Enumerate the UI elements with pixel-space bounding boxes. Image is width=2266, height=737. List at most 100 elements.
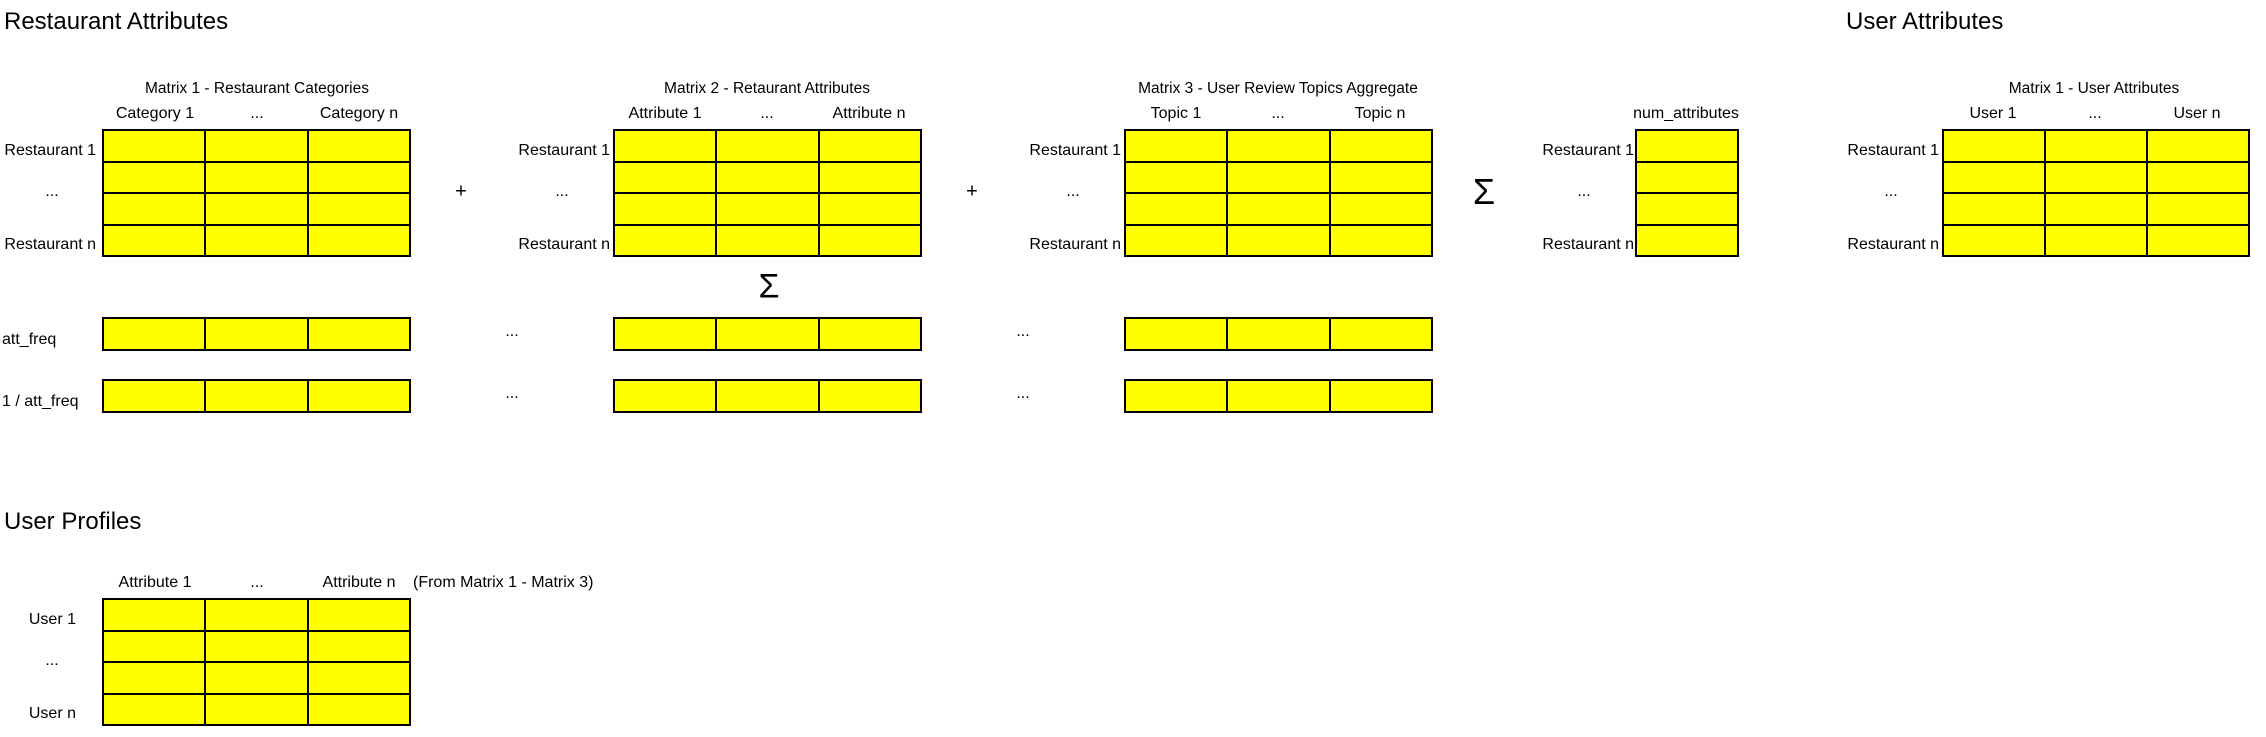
matrix-cell [819,381,922,413]
matrix-cell [2148,194,2250,226]
ellipsis: ... [1016,323,1030,340]
matrix-cell [1126,319,1229,351]
matrix-cell [1330,225,1433,257]
inverse-att-freq-label: 1 / att_freq [2,393,79,410]
matrix-cell [1228,131,1331,163]
matrix1-row-header: Restaurant n [4,236,96,253]
matrix-cell [1228,319,1331,351]
profiles-row-header: User 1 [28,611,76,628]
matrix-cell [206,600,309,632]
matrix-cell [615,381,718,413]
profiles-grid [102,598,411,726]
profiles-col-header: Attribute 1 [118,574,192,591]
ellipsis: ... [1016,385,1030,402]
user-matrix-col-header: ... [2088,105,2102,122]
matrix-cell [104,131,207,163]
matrix-cell [2046,162,2148,194]
matrix-cell [308,381,411,413]
matrix-cell [1126,194,1229,226]
matrix3-row-header: ... [1066,183,1080,200]
matrix-cell [1330,319,1433,351]
matrix1-col-header: Category 1 [115,105,195,122]
matrix-cell [104,600,207,632]
user-matrix-row-header: Restaurant 1 [1847,142,1939,159]
matrix-cell [1330,131,1433,163]
matrix-cell [308,194,411,226]
matrix2-col-header: Attribute n [832,105,906,122]
matrix-cell [104,319,207,351]
plus-operator: + [455,180,467,203]
matrix-cell [1126,131,1229,163]
matrix-cell [206,694,309,726]
matrix-cell [2046,194,2148,226]
att-freq-label: att_freq [2,331,57,348]
matrix-cell [615,162,718,194]
matrix-cell [104,694,207,726]
matrix-cell [1944,225,2046,257]
matrix-cell [1126,162,1229,194]
user-matrix-row-header: Restaurant n [1847,236,1939,253]
matrix-cell [819,194,922,226]
matrix-cell [819,319,922,351]
matrix-cell [308,319,411,351]
profiles-row-header: User n [28,705,76,722]
matrix-cell [104,162,207,194]
num-attributes-grid [1635,129,1739,257]
section-title-restaurant-attributes: Restaurant Attributes [4,8,229,35]
section-title-user-profiles: User Profiles [4,508,142,535]
matrix-cell [308,131,411,163]
matrix3-row-header: Restaurant 1 [1029,142,1121,159]
matrix-cell [308,162,411,194]
matrix-cell [1330,381,1433,413]
matrix-cell [615,225,718,257]
matrix-cell [206,631,309,663]
user-matrix-grid [1942,129,2250,257]
matrix-cell [717,162,820,194]
matrix-cell [1944,194,2046,226]
matrix-cell [308,694,411,726]
matrix1-col-header: ... [250,105,264,122]
matrix2-title: Matrix 2 - Retaurant Attributes [664,80,870,97]
matrix-cell [615,319,718,351]
matrix1-title: Matrix 1 - Restaurant Categories [145,80,369,97]
matrix-cell [1126,225,1229,257]
matrix1-row-header: ... [45,183,59,200]
matrix-cell [1330,194,1433,226]
sigma-symbol: Σ [1472,171,1496,212]
user-matrix-title: Matrix 1 - User Attributes [2008,80,2180,97]
matrix2-col-header: ... [760,105,774,122]
matrix-cell [819,162,922,194]
matrix2-grid [613,129,922,257]
profiles-col-header: ... [250,574,264,591]
matrix-cell [104,381,207,413]
matrix-cell [819,131,922,163]
ellipsis: ... [505,323,519,340]
matrix2-row-header: ... [555,183,569,200]
matrix1-col-header: Category n [319,105,399,122]
matrix-cell [308,663,411,695]
matrix-cell [104,631,207,663]
profiles-row-header: ... [45,652,59,669]
ellipsis: ... [505,385,519,402]
user-matrix-col-header: User n [2173,105,2221,122]
matrix-cell [717,381,820,413]
inverse-att-freq-grid-m1 [102,379,411,413]
matrix-cell [1944,162,2046,194]
matrix-cell [2046,225,2148,257]
matrix-cell [2046,131,2148,163]
matrix1-row-header: Restaurant 1 [4,142,96,159]
matrix-cell [1228,225,1331,257]
matrix-cell [308,631,411,663]
matrix-cell [206,319,309,351]
matrix-cell [2148,131,2250,163]
matrix-cell [1228,381,1331,413]
matrix-cell [1637,131,1739,163]
sigma-symbol: Σ [758,267,780,306]
matrix-cell [1637,162,1739,194]
matrix2-row-header: Restaurant 1 [518,142,610,159]
matrix-cell [104,194,207,226]
matrix-cell [1637,194,1739,226]
matrix-cell [1228,194,1331,226]
plus-operator: + [966,180,978,203]
user-matrix-col-header: User 1 [1969,105,2017,122]
